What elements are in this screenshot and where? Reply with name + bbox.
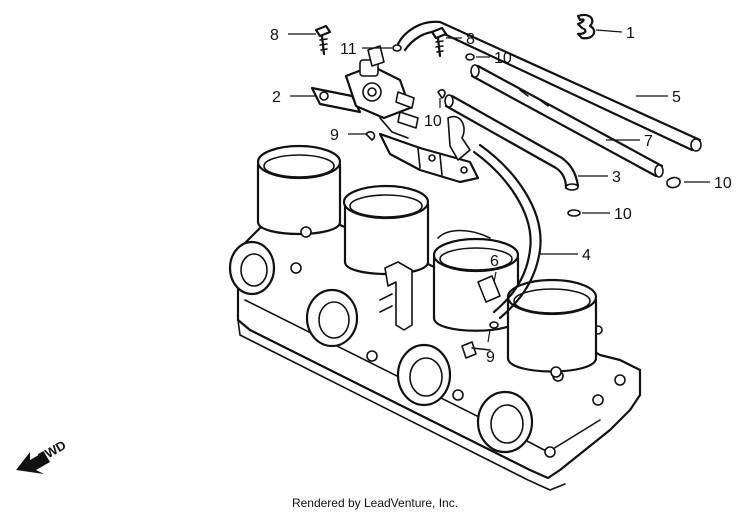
callout-8-left: 8 [270,27,279,44]
clip-9-upper [365,131,376,141]
intake-bore-4 [476,390,534,454]
callout-5: 5 [672,89,681,106]
fwd-direction-indicator: FWD [16,437,68,474]
leader-lines [288,29,710,343]
intake-bore-3 [396,343,452,407]
callout-1: 1 [626,25,635,42]
callout-9-lower: 9 [486,349,495,366]
callout-labels: 1 2 3 4 5 6 7 8 8 9 9 10 10 10 10 11 [270,25,732,366]
clip-10-mid [437,89,446,99]
callout-2: 2 [272,89,281,106]
fuel-hose-3 [444,94,580,191]
fwd-label: FWD [35,437,68,465]
intake-bore-2 [305,288,359,348]
clip-10-top [465,53,475,61]
vacuum-chamber-2 [342,184,430,276]
callout-9-upper: 9 [330,127,339,144]
render-credit: Rendered by LeadVenture, Inc. [291,496,459,510]
callout-10-lower: 10 [614,206,632,223]
clip-10-lower [567,209,581,217]
callout-3: 3 [612,169,621,186]
bracket-plate [378,115,480,184]
vacuum-chamber-4 [506,278,598,378]
clip-11 [392,44,402,52]
hose-clip-1 [576,13,596,40]
bolt-8-left [314,24,332,56]
clip-10-right [666,176,681,189]
callout-4: 4 [582,247,591,264]
intake-bore-1 [228,240,276,296]
callout-10-right: 10 [714,175,732,192]
callout-10-top: 10 [494,50,512,67]
carburetor-assembly [228,144,642,491]
clip-9-lower [489,321,499,329]
callout-8-right: 8 [466,31,475,48]
callout-7: 7 [644,133,653,150]
vacuum-hose-4 [472,143,542,320]
callout-10-mid: 10 [424,113,442,130]
callout-6: 6 [490,253,499,270]
fuel-hose-7 [470,64,664,178]
vacuum-chamber-1 [256,144,342,238]
vacuum-chamber-3 [432,237,520,332]
bolt-8-right [430,26,448,58]
callout-11: 11 [340,41,357,58]
fwd-arrow-icon [16,452,50,474]
fuel-valve-assembly-2 [310,45,419,139]
